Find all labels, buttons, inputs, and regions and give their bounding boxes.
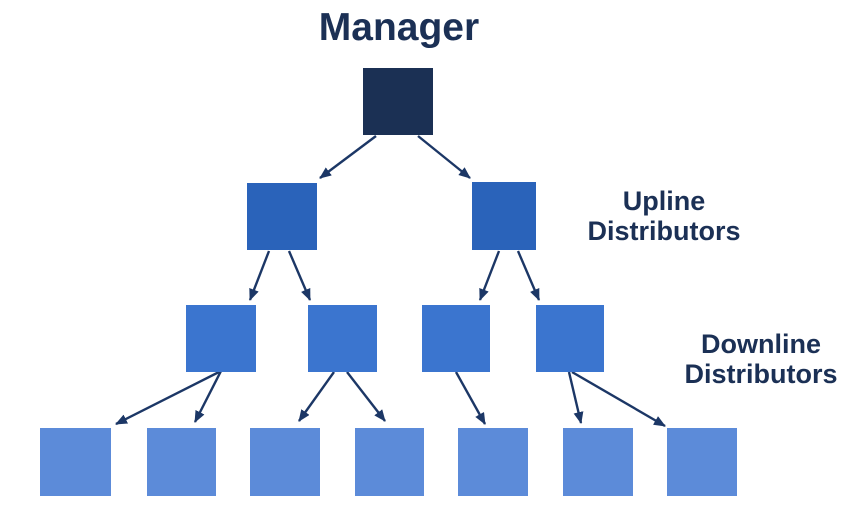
arrow-downline-1-to-leaf-2 bbox=[193, 370, 223, 423]
node-manager bbox=[363, 68, 433, 135]
arrow-downline-4-to-leaf-6 bbox=[567, 371, 584, 424]
node-leaf-7 bbox=[667, 428, 737, 496]
node-upline-1 bbox=[247, 183, 317, 250]
upline-label-line2: Distributors bbox=[587, 216, 741, 246]
arrow-manager-to-upline-1 bbox=[319, 135, 377, 179]
arrow-downline-2-to-leaf-4 bbox=[346, 371, 386, 422]
node-downline-3 bbox=[422, 305, 490, 372]
downline-distributors-label: Downline Distributors bbox=[669, 329, 853, 389]
node-leaf-4 bbox=[355, 428, 424, 496]
arrow-downline-3-to-leaf-5 bbox=[454, 371, 487, 425]
diagram-title: Manager bbox=[318, 6, 480, 49]
node-leaf-2 bbox=[147, 428, 216, 496]
upline-distributors-label: Upline Distributors bbox=[572, 186, 756, 246]
arrow-manager-to-upline-2 bbox=[417, 135, 471, 179]
arrow-downline-2-to-leaf-3 bbox=[298, 371, 335, 422]
arrow-upline-1-to-downline-2 bbox=[287, 250, 312, 301]
arrow-downline-1-to-leaf-1 bbox=[115, 369, 222, 426]
arrow-upline-2-to-downline-3 bbox=[478, 250, 501, 301]
downline-label-line1: Downline bbox=[701, 329, 821, 359]
node-leaf-1 bbox=[40, 428, 111, 496]
arrow-upline-2-to-downline-4 bbox=[516, 250, 541, 301]
arrow-downline-4-to-leaf-7 bbox=[571, 370, 666, 428]
downline-label-line2: Distributors bbox=[684, 359, 838, 389]
arrow-upline-1-to-downline-1 bbox=[248, 250, 271, 301]
node-leaf-3 bbox=[250, 428, 320, 496]
node-downline-2 bbox=[308, 305, 377, 372]
upline-label-line1: Upline bbox=[622, 186, 706, 216]
node-upline-2 bbox=[472, 182, 536, 250]
node-leaf-5 bbox=[458, 428, 528, 496]
node-downline-4 bbox=[536, 305, 604, 372]
node-leaf-6 bbox=[563, 428, 633, 496]
node-downline-1 bbox=[186, 305, 256, 372]
